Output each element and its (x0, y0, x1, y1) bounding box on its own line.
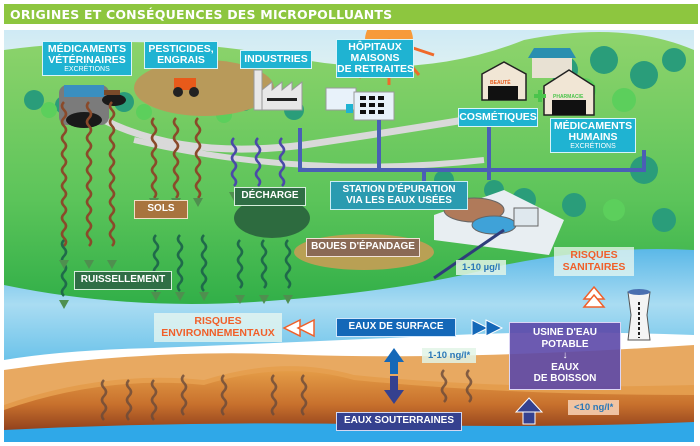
source-pesticides: PESTICIDES, ENGRAIS (144, 41, 218, 70)
pathway-treatment-station: STATION D'ÉPURATION VIA LES EAUX USÉES (330, 181, 468, 210)
landfill-mound (234, 198, 310, 238)
header-bar: ORIGINES ET CONSÉQUENCES DES MICROPOLLUA… (4, 4, 698, 24)
source-industries: INDUSTRIES (240, 50, 312, 70)
groundwater-aquifer (4, 422, 694, 442)
surface-water-label: EAUX DE SURFACE (336, 318, 456, 337)
concentration-surface-water: 1-10 ng/l* (422, 348, 477, 363)
groundwater-label: EAUX SOUTERRAINES (336, 412, 462, 431)
hospital-illustration (325, 87, 395, 121)
groundwater-soil (4, 366, 694, 442)
drinking-water-plant: USINE D'EAU POTABLE ↓ EAUX DE BOISSON (509, 322, 621, 390)
risk-environmental: RISQUES ENVIRONNEMENTAUX (154, 313, 282, 343)
landscape-illustration (4, 30, 694, 442)
pathway-landfill: DÉCHARGE (234, 187, 306, 206)
road (133, 137, 485, 170)
outflow-pipe (433, 228, 505, 280)
pathway-sludge-spreading: BOUES D'ÉPANDAGE (306, 238, 420, 257)
concentration-station-outflow: 1-10 µg/l (456, 260, 507, 275)
pathway-runoff: RUISSELLEMENT (74, 271, 172, 290)
source-hospitals: HÔPITAUX MAISONS DE RETRAITES (336, 39, 414, 79)
risk-health: RISQUES SANITAIRES (554, 247, 634, 277)
diagram-scene: MÉDICAMENTS VÉTÉRINAIRES EXCRÉTIONS PEST… (4, 30, 694, 442)
drinking-up-arrow-icon (514, 397, 544, 425)
down-arrow-icon: ↓ (562, 350, 568, 361)
concentration-drinking-water: <10 ng/l* (568, 400, 620, 415)
flow-right-arrow-icon (471, 319, 504, 337)
road (102, 116, 465, 153)
water-tower-icon (627, 289, 651, 341)
source-veterinary-drugs: MÉDICAMENTS VÉTÉRINAIRES EXCRÉTIONS (42, 41, 132, 77)
source-human-drugs: MÉDICAMENTS HUMAINS EXCRÉTIONS (550, 118, 636, 154)
shop-sign-pharmacie: PHARMACIE (553, 94, 584, 100)
flow-left-arrow-icon (282, 318, 315, 338)
pathway-soils: SOLS (134, 200, 188, 219)
shop-sign-beaute: BEAUTÉ (490, 80, 511, 86)
source-cosmetics: COSMÉTIQUES (458, 108, 538, 128)
health-risk-arrow-icon (582, 285, 606, 308)
field (134, 60, 274, 116)
tractor-icon (173, 78, 199, 97)
exchange-arrows-icon (384, 348, 404, 404)
shops-illustration (481, 48, 595, 116)
page-title: ORIGINES ET CONSÉQUENCES DES MICROPOLLUA… (10, 7, 393, 22)
factory-illustration (253, 69, 303, 111)
farm-illustration (59, 85, 126, 128)
infiltration-arrows (60, 101, 473, 421)
